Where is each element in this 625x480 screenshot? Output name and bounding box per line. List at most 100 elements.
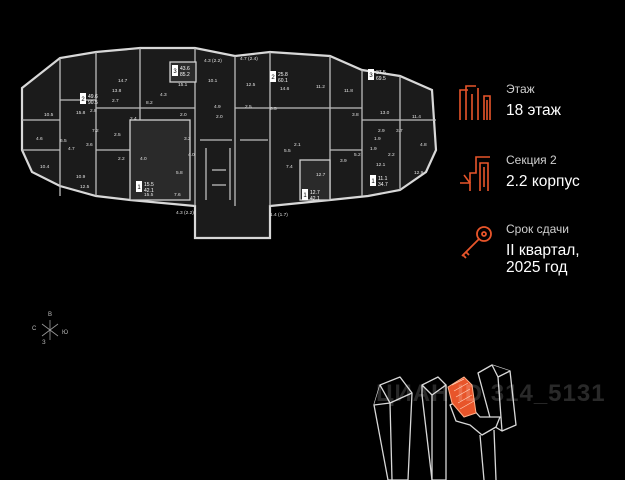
room-area-label: 12.7 (316, 172, 326, 178)
rooms-count: 1 (137, 185, 141, 191)
room-area-label: 3.6 (86, 142, 93, 148)
room-area-label: 7.6 (174, 192, 181, 198)
rooms-count: 2 (271, 75, 275, 81)
handover-value-line2: 2025 год (506, 259, 568, 276)
room-area-label: 8.2 (146, 100, 153, 106)
room-area-label: 2.5 (245, 104, 252, 110)
room-area-label: 6.5 (60, 138, 67, 144)
room-area-label: 14.7 (118, 78, 128, 84)
room-area-label: 15.1 (178, 82, 188, 88)
apartment-total-area: 42.1 (144, 188, 154, 194)
room-area-label: 14.6 (280, 86, 290, 92)
section-info: Секция 2 2.2 корпус (458, 153, 623, 213)
apartment-total-area: 42.1 (310, 196, 320, 202)
room-area-label: 11.2 (316, 84, 325, 90)
room-area-label: 4.3 (2.2) (176, 210, 194, 216)
floor-label: Этаж (506, 82, 535, 96)
apartment-area: 49.6 (88, 94, 98, 100)
room-area-label: 1.9 (370, 146, 377, 152)
room-area-label: 10.1 (208, 78, 218, 84)
room-area-label: 2.5 (114, 132, 121, 138)
room-area-label: 3.9 (340, 158, 347, 164)
room-area-label: 13.8 (112, 88, 122, 94)
handover-info: Срок сдачи II квартал, 2025 год (458, 222, 623, 282)
apartment-area: 12.7 (310, 190, 320, 196)
room-area-label: 3.7 (396, 128, 403, 134)
room-area-label: 11.4 (412, 114, 421, 120)
floor-outline (20, 46, 438, 240)
room-area-label: 2.7 (112, 98, 119, 104)
room-area-label: 2.4 (130, 116, 137, 122)
room-area-label: 4.8 (420, 142, 427, 148)
compass-east: Ю (62, 330, 69, 336)
room-area-label: 3.8 (352, 112, 359, 118)
rooms-badge (136, 181, 142, 192)
rooms-count: 3 (369, 73, 373, 79)
room-area-label: 15.8 (76, 110, 86, 116)
floor-icon (459, 85, 491, 120)
room-area-label: 2.2 (388, 152, 395, 158)
apartment-total-area: 85.2 (180, 72, 190, 78)
room-area-label: 6.5 (270, 106, 277, 112)
room-area-label: 7.4 (286, 164, 293, 170)
rooms-count: 2 (81, 97, 85, 103)
room-area-label: 4.7 (2.4) (240, 56, 258, 62)
rooms-badge (270, 71, 276, 82)
section-label: Секция 2 (506, 153, 557, 167)
room-area-label: 1.4 (1.7) (270, 212, 288, 218)
floor-value: 18 этаж (506, 102, 562, 119)
room-area-label: 12.5 (246, 82, 256, 88)
section-value: 2.2 корпус (506, 173, 580, 190)
rooms-count: 1 (371, 179, 375, 185)
compass-rose-icon (41, 320, 59, 340)
compass-west: С (32, 326, 37, 332)
room-area-label: 12.9 (414, 170, 424, 176)
room-area-label: 10.4 (40, 164, 50, 170)
rooms-badge (368, 69, 374, 80)
apartment-total-area: 69.5 (376, 76, 386, 82)
room-area-label: 2.0 (216, 114, 223, 120)
handover-value-line1: II квартал, (506, 242, 580, 259)
handover-label: Срок сдачи (506, 222, 569, 236)
room-area-label: 2.1 (294, 142, 301, 148)
room-area-label: 4.0 (188, 152, 195, 158)
room-area-label: 2.9 (378, 128, 385, 134)
handover-value: II квартал, 2025 год (506, 242, 580, 276)
room-area-label: 5.8 (176, 170, 183, 176)
apartment-area: 11.1 (378, 176, 388, 182)
room-area-label: 2.8 (90, 108, 97, 114)
compass-north: В (48, 312, 53, 318)
compass-south: З (42, 340, 46, 346)
rooms-badge (302, 189, 308, 200)
room-area-label: 13.0 (380, 110, 390, 116)
rooms-count: 3 (173, 69, 177, 75)
apartment-total-area: 90.5 (88, 100, 98, 106)
floor-info: Этаж 18 этаж (458, 82, 623, 142)
room-area-label: 4.9 (214, 104, 221, 110)
rooms-badge (80, 93, 86, 104)
room-area-label: 4.6 (36, 136, 43, 142)
room-area-label: 15.5 (144, 192, 154, 198)
rooms-count: 1 (303, 193, 307, 199)
room-area-label: 3.2 (184, 136, 191, 142)
apartment-total-area: 34.7 (378, 182, 388, 188)
room-area-label: 12.1 (376, 162, 386, 168)
apartment-area: 25.8 (278, 72, 288, 78)
compass: В С Ю З (28, 312, 74, 350)
room-area-label: 4.7 (68, 146, 75, 152)
building-3d-view (373, 364, 517, 480)
apartment-area: 37.5 (376, 70, 386, 76)
room-area-label: 12.5 (80, 184, 90, 190)
key-icon (461, 226, 492, 259)
room-area-label: 7.2 (92, 128, 99, 134)
room-area-label: 4.0 (140, 156, 147, 162)
